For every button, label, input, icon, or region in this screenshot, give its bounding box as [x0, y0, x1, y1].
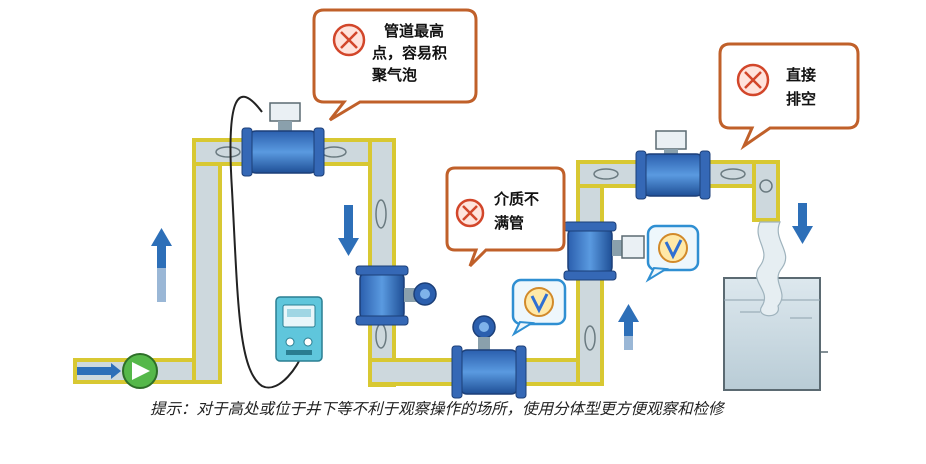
signal-cable [229, 95, 301, 389]
pipe-left-riser [192, 138, 222, 384]
flowmeter-vertical-upflow-correct [563, 221, 645, 281]
flowmeter-vertical-downflow [355, 265, 437, 326]
arrow-down-middle [338, 205, 359, 256]
arrow-down-outlet [792, 203, 813, 244]
flow-arrows [151, 203, 813, 350]
flowmeter-top-right-drain [635, 130, 711, 200]
flowmeter-bottom-correct [451, 315, 527, 399]
callout-line: 直接 [786, 66, 816, 84]
pump [77, 353, 158, 389]
callout-line: 管道最高 [384, 22, 444, 40]
arrow-up-right [618, 304, 639, 350]
callout-line: 排空 [786, 90, 816, 108]
pipe-outlet-drop [752, 160, 780, 222]
callout-highest-point: 管道最高 点，容易积 聚气泡 [312, 8, 478, 122]
flowmeter-top-highest-point [241, 102, 325, 177]
check-badge-bottom-meter [511, 278, 567, 337]
callout-line: 点，容易积 [372, 44, 447, 62]
callout-not-full-pipe: 介质不 满管 [445, 166, 566, 268]
remote-converter [275, 296, 323, 362]
check-badge-riser-meter [645, 224, 700, 283]
callout-line: 介质不 [493, 190, 539, 208]
caption-tip: 提示：对于高处或位于井下等不利于观察操作的场所，使用分体型更方便观察和检修 [150, 400, 724, 418]
callout-direct-drain: 直接 排空 [718, 42, 860, 151]
falling-water-splash [755, 221, 787, 317]
callout-line: 聚气泡 [371, 66, 417, 84]
arrow-up-left [151, 228, 172, 302]
pipe-middle-drop [368, 138, 396, 387]
callout-line: 满管 [494, 214, 524, 232]
